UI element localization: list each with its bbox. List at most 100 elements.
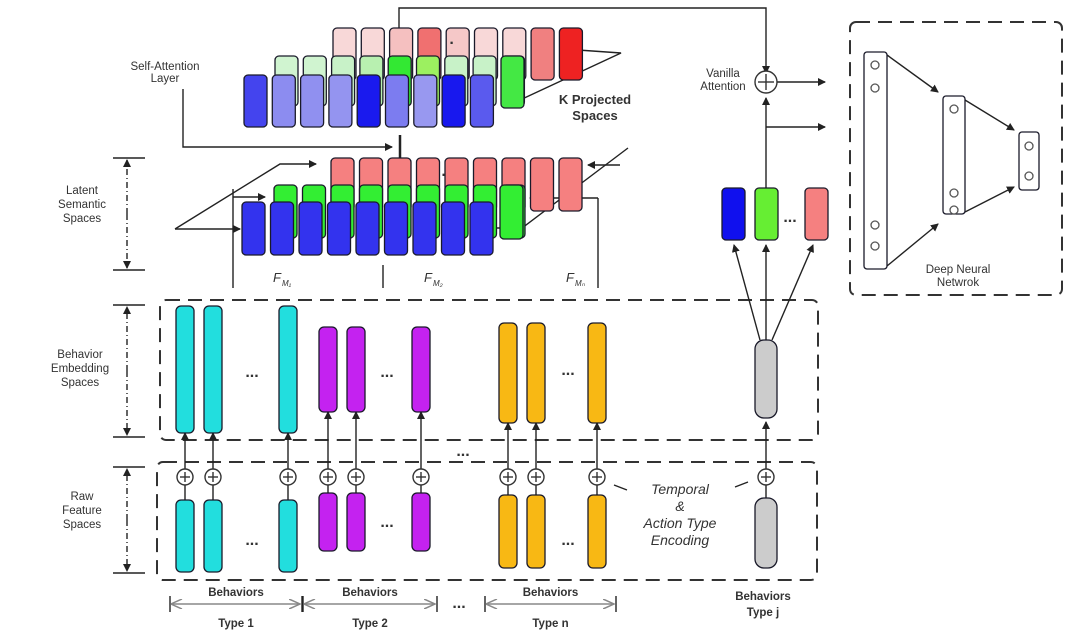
- encoding-label: Action Type: [643, 515, 717, 531]
- neuron-icon: [949, 104, 959, 114]
- neuron-icon: [949, 205, 959, 215]
- latent-label: Spaces: [63, 213, 102, 225]
- neuron-icon: [1024, 141, 1034, 151]
- dnn-edge: [964, 99, 1015, 131]
- projected-blue-vector: [469, 74, 495, 128]
- group-label-top: Behaviors: [342, 587, 398, 599]
- latent-blue-vector: [326, 201, 352, 256]
- k-projected-label: K Projected: [559, 92, 631, 107]
- projected-blue-vector: [413, 74, 438, 128]
- vanilla-attention-label: Vanilla: [706, 68, 740, 80]
- behavior-embedding-box: [159, 299, 819, 441]
- ellipsis-attention: ...: [783, 209, 796, 226]
- dnn-layer-1: [863, 51, 888, 270]
- embedding-vector-type-j: [754, 339, 778, 419]
- connector-lines: [113, 7, 1063, 612]
- embedding-to-red: [771, 244, 814, 341]
- embedding-vector-orange: [498, 322, 518, 424]
- behavior-embedding-label: Embedding: [51, 363, 109, 375]
- dnn-label: Deep Neural: [926, 264, 991, 276]
- neuron-icon: [1024, 171, 1034, 181]
- raw-vector-cyan: [175, 499, 195, 573]
- latent-label: Semantic: [58, 199, 106, 211]
- behaviors-type-j-label: Type j: [747, 607, 779, 619]
- ellipsis-embedding: ...: [245, 364, 258, 381]
- dnn-edge: [886, 223, 939, 267]
- projected-blue-vector: [384, 74, 410, 128]
- raw-feature-label: Raw: [70, 491, 94, 503]
- shapes: [175, 27, 1040, 573]
- encoding-label: &: [675, 498, 684, 514]
- projected-blue-vector: [299, 74, 325, 128]
- behavior-embedding-label: Behavior: [57, 349, 103, 361]
- latent-blue-vector: [440, 201, 466, 256]
- attention-green-vector: [754, 187, 779, 241]
- raw-vector-type-j: [754, 497, 778, 569]
- dnn-layer-3: [1018, 131, 1040, 191]
- projected-blue-vector: [441, 74, 466, 128]
- embedding-vector-cyan: [203, 305, 223, 434]
- latent-blue-vector: [412, 201, 437, 256]
- group-label-bottom: Type 2: [352, 618, 388, 630]
- embedding-vector-cyan: [278, 305, 298, 434]
- neuron-icon: [870, 220, 880, 230]
- raw-vector-orange: [498, 494, 518, 569]
- latent-blue-vector: [469, 201, 494, 256]
- encoding-label: Encoding: [651, 532, 710, 548]
- k-projected-label: Spaces: [572, 108, 618, 123]
- vanilla-attention-label: Attention: [700, 81, 745, 93]
- embedding-vector-purple: [346, 326, 366, 413]
- ellipsis-embedding: ...: [380, 364, 393, 381]
- group-label-bottom: Type 1: [218, 618, 254, 630]
- latent-label: Latent: [66, 185, 99, 197]
- self-attention-label: Self-Attention: [130, 61, 199, 73]
- neuron-icon: [870, 60, 880, 70]
- dnn-label: Netwrok: [937, 277, 979, 289]
- behavior-embedding-label: Spaces: [61, 377, 100, 389]
- projected-blue-vector: [356, 74, 381, 128]
- projected-blue-vector: [271, 74, 296, 128]
- embedding-vector-cyan: [175, 305, 195, 434]
- attention-red-vector: [804, 187, 829, 241]
- behaviors-type-j-label: Behaviors: [735, 591, 791, 603]
- projected-red-vector: [530, 27, 555, 81]
- raw-vector-orange: [526, 494, 546, 569]
- fm-label: F: [273, 270, 282, 285]
- fm-subscript: M₂: [433, 279, 443, 288]
- neuron-icon: [870, 241, 880, 251]
- ellipsis-groups: ...: [452, 595, 465, 612]
- latent-blue-vector: [383, 201, 409, 256]
- latent-blue-vector: [241, 201, 266, 256]
- encoding-leader-left: [613, 484, 628, 491]
- self-attention-arrow: [182, 89, 393, 151]
- dnn-edge: [964, 186, 1015, 213]
- raw-feature-box: [156, 461, 818, 581]
- dnn-box: [849, 21, 1063, 296]
- embedding-vector-orange: [526, 322, 546, 424]
- group-label-bottom: Type n: [532, 618, 568, 630]
- projected-blue-vector: [243, 74, 268, 128]
- latent-green-vector: [499, 184, 524, 240]
- attention-blue-vector: [721, 187, 746, 241]
- neuron-icon: [949, 188, 959, 198]
- embedding-vector-purple: [411, 326, 431, 413]
- ellipsis-types: ...: [456, 443, 469, 460]
- latent-blue-vector: [269, 201, 295, 256]
- fm-subscript: M₁: [282, 279, 292, 288]
- raw-feature-label: Spaces: [63, 519, 102, 531]
- projected-to-vanilla: [398, 7, 770, 74]
- latent-blue-vector: [298, 201, 323, 256]
- projected-green-vector: [500, 55, 525, 109]
- projected-blue-vector: [328, 74, 353, 128]
- raw-vector-cyan: [203, 499, 223, 573]
- k-projected-plane: [519, 49, 622, 101]
- embedding-vector-orange: [587, 322, 607, 424]
- raw-feature-label: Feature: [62, 505, 102, 517]
- dnn-edge: [886, 54, 939, 93]
- latent-red-vector: [529, 157, 555, 212]
- latent-blue-vector: [355, 201, 380, 256]
- raw-vector-orange: [587, 494, 607, 569]
- embedding-to-blue: [731, 244, 761, 341]
